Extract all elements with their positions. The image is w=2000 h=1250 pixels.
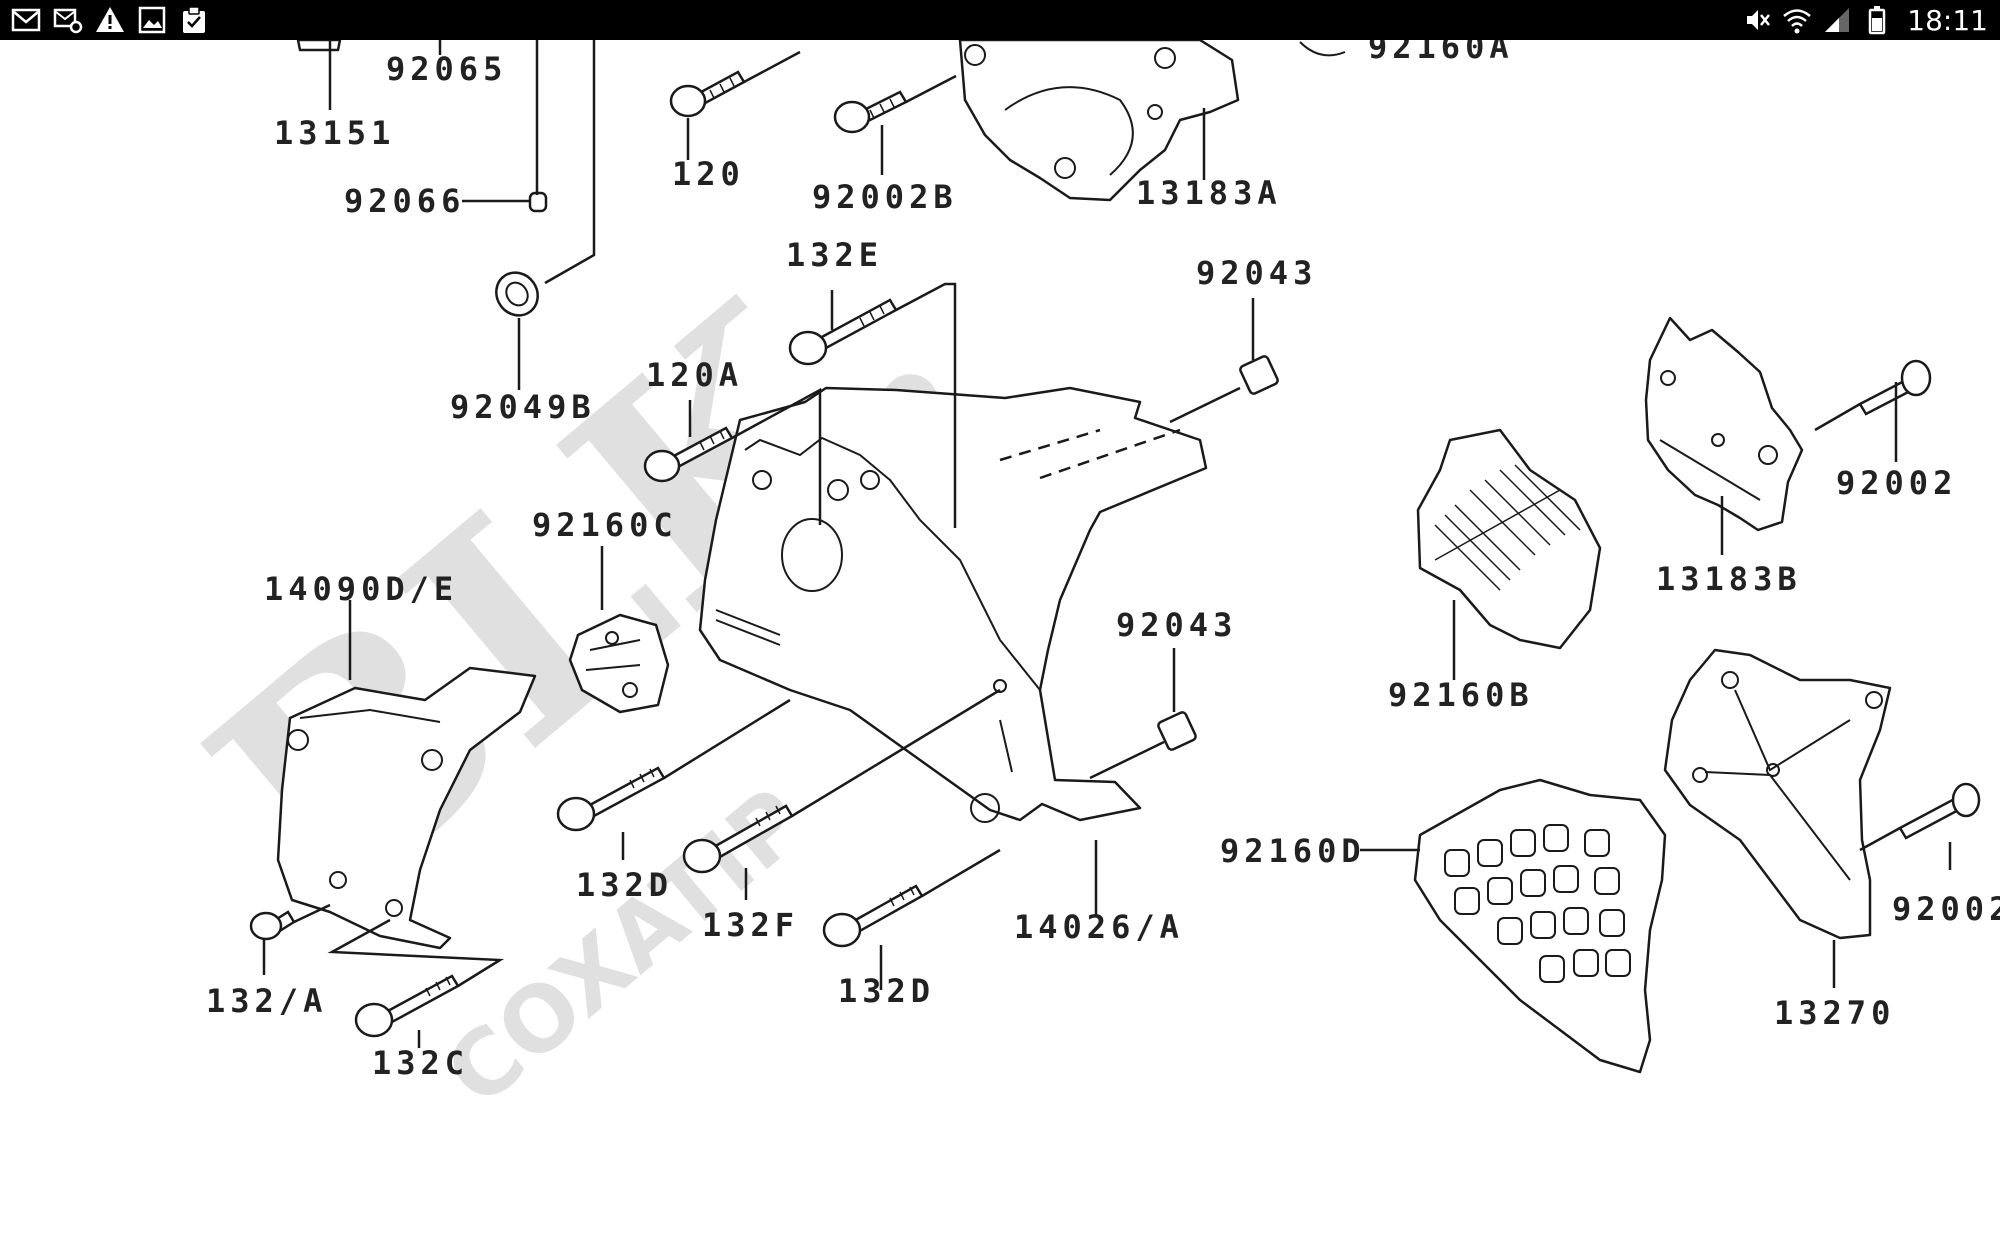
- label-92065: 92065: [386, 50, 507, 88]
- bolt-132F: [682, 804, 794, 874]
- dowel-92043-mid: [1157, 711, 1197, 751]
- part-13183A-cover: [958, 40, 1240, 202]
- clipboard-icon: [178, 4, 210, 36]
- wifi-icon: [1781, 4, 1813, 36]
- label-132E: 132E: [786, 236, 883, 274]
- bolt-132A: [249, 910, 296, 941]
- parts-diagram: BLK. COXATIP: [0, 40, 2000, 1250]
- label-132D-bottom: 132D: [838, 972, 935, 1010]
- label-92049B: 92049B: [450, 388, 596, 426]
- part-labels: 92065 13151 92066 92049B 120 92002B 1318…: [206, 40, 2000, 1082]
- bolt-120: [669, 70, 746, 118]
- warning-icon: [94, 4, 126, 36]
- label-13183A: 13183A: [1136, 174, 1282, 212]
- part-92160A-ring: [1299, 41, 1346, 57]
- part-14026A-main-cover: [698, 386, 1208, 823]
- label-92160A: 92160A: [1368, 40, 1514, 66]
- mail-settings-icon: [52, 4, 84, 36]
- part-92160C-damper: [568, 613, 670, 714]
- label-13151: 13151: [274, 114, 395, 152]
- label-92043-top: 92043: [1196, 254, 1317, 292]
- gallery-icon: [136, 4, 168, 36]
- signal-icon: [1821, 4, 1853, 36]
- part-13270-bracket: [1663, 648, 1892, 940]
- bolt-120A: [643, 426, 734, 483]
- status-bar: 18:11: [0, 0, 2000, 40]
- label-14026A: 14026/A: [1014, 908, 1184, 946]
- label-132A: 132/A: [206, 982, 327, 1020]
- bolt-92002B: [833, 90, 908, 134]
- label-92160B: 92160B: [1388, 676, 1534, 714]
- dowel-92043-top: [1239, 355, 1279, 395]
- label-132F: 132F: [702, 906, 799, 944]
- label-120: 120: [672, 155, 745, 193]
- label-14090DE: 14090D/E: [264, 570, 458, 608]
- label-92043-mid: 92043: [1116, 606, 1237, 644]
- label-13183B: 13183B: [1656, 560, 1802, 598]
- bolt-92002-top: [1858, 359, 1932, 416]
- label-92160D: 92160D: [1220, 832, 1366, 870]
- bolt-92002-right: [1898, 782, 1981, 840]
- notification-icons: [10, 4, 210, 36]
- part-13183B-plate: [1644, 316, 1804, 532]
- part-92049B-seal: [495, 271, 539, 317]
- bolt-132D-bottom: [822, 884, 924, 948]
- bolt-132C: [354, 974, 460, 1038]
- label-132C: 132C: [372, 1044, 469, 1082]
- part-92160B-insulator: [1416, 428, 1602, 650]
- part-14090DE-cover: [276, 666, 537, 950]
- system-icons: 18:11: [1741, 3, 1988, 37]
- status-clock: 18:11: [1907, 3, 1988, 37]
- label-92002B: 92002B: [812, 178, 958, 216]
- part-92160D-grid: [1413, 778, 1667, 1074]
- gmail-icon: [10, 4, 42, 36]
- label-92160C: 92160C: [532, 506, 678, 544]
- battery-icon: [1861, 4, 1893, 36]
- label-92002-top: 92002: [1836, 464, 1957, 502]
- label-92066: 92066: [344, 182, 465, 220]
- part-13151: [296, 40, 342, 52]
- label-92002-right: 92002: [1892, 890, 2000, 928]
- label-13270: 13270: [1774, 994, 1895, 1032]
- label-132D-left: 132D: [576, 866, 673, 904]
- mute-icon: [1741, 4, 1773, 36]
- part-92066: [528, 191, 548, 213]
- label-120A: 120A: [646, 356, 743, 394]
- leader-lines: [262, 40, 1952, 1048]
